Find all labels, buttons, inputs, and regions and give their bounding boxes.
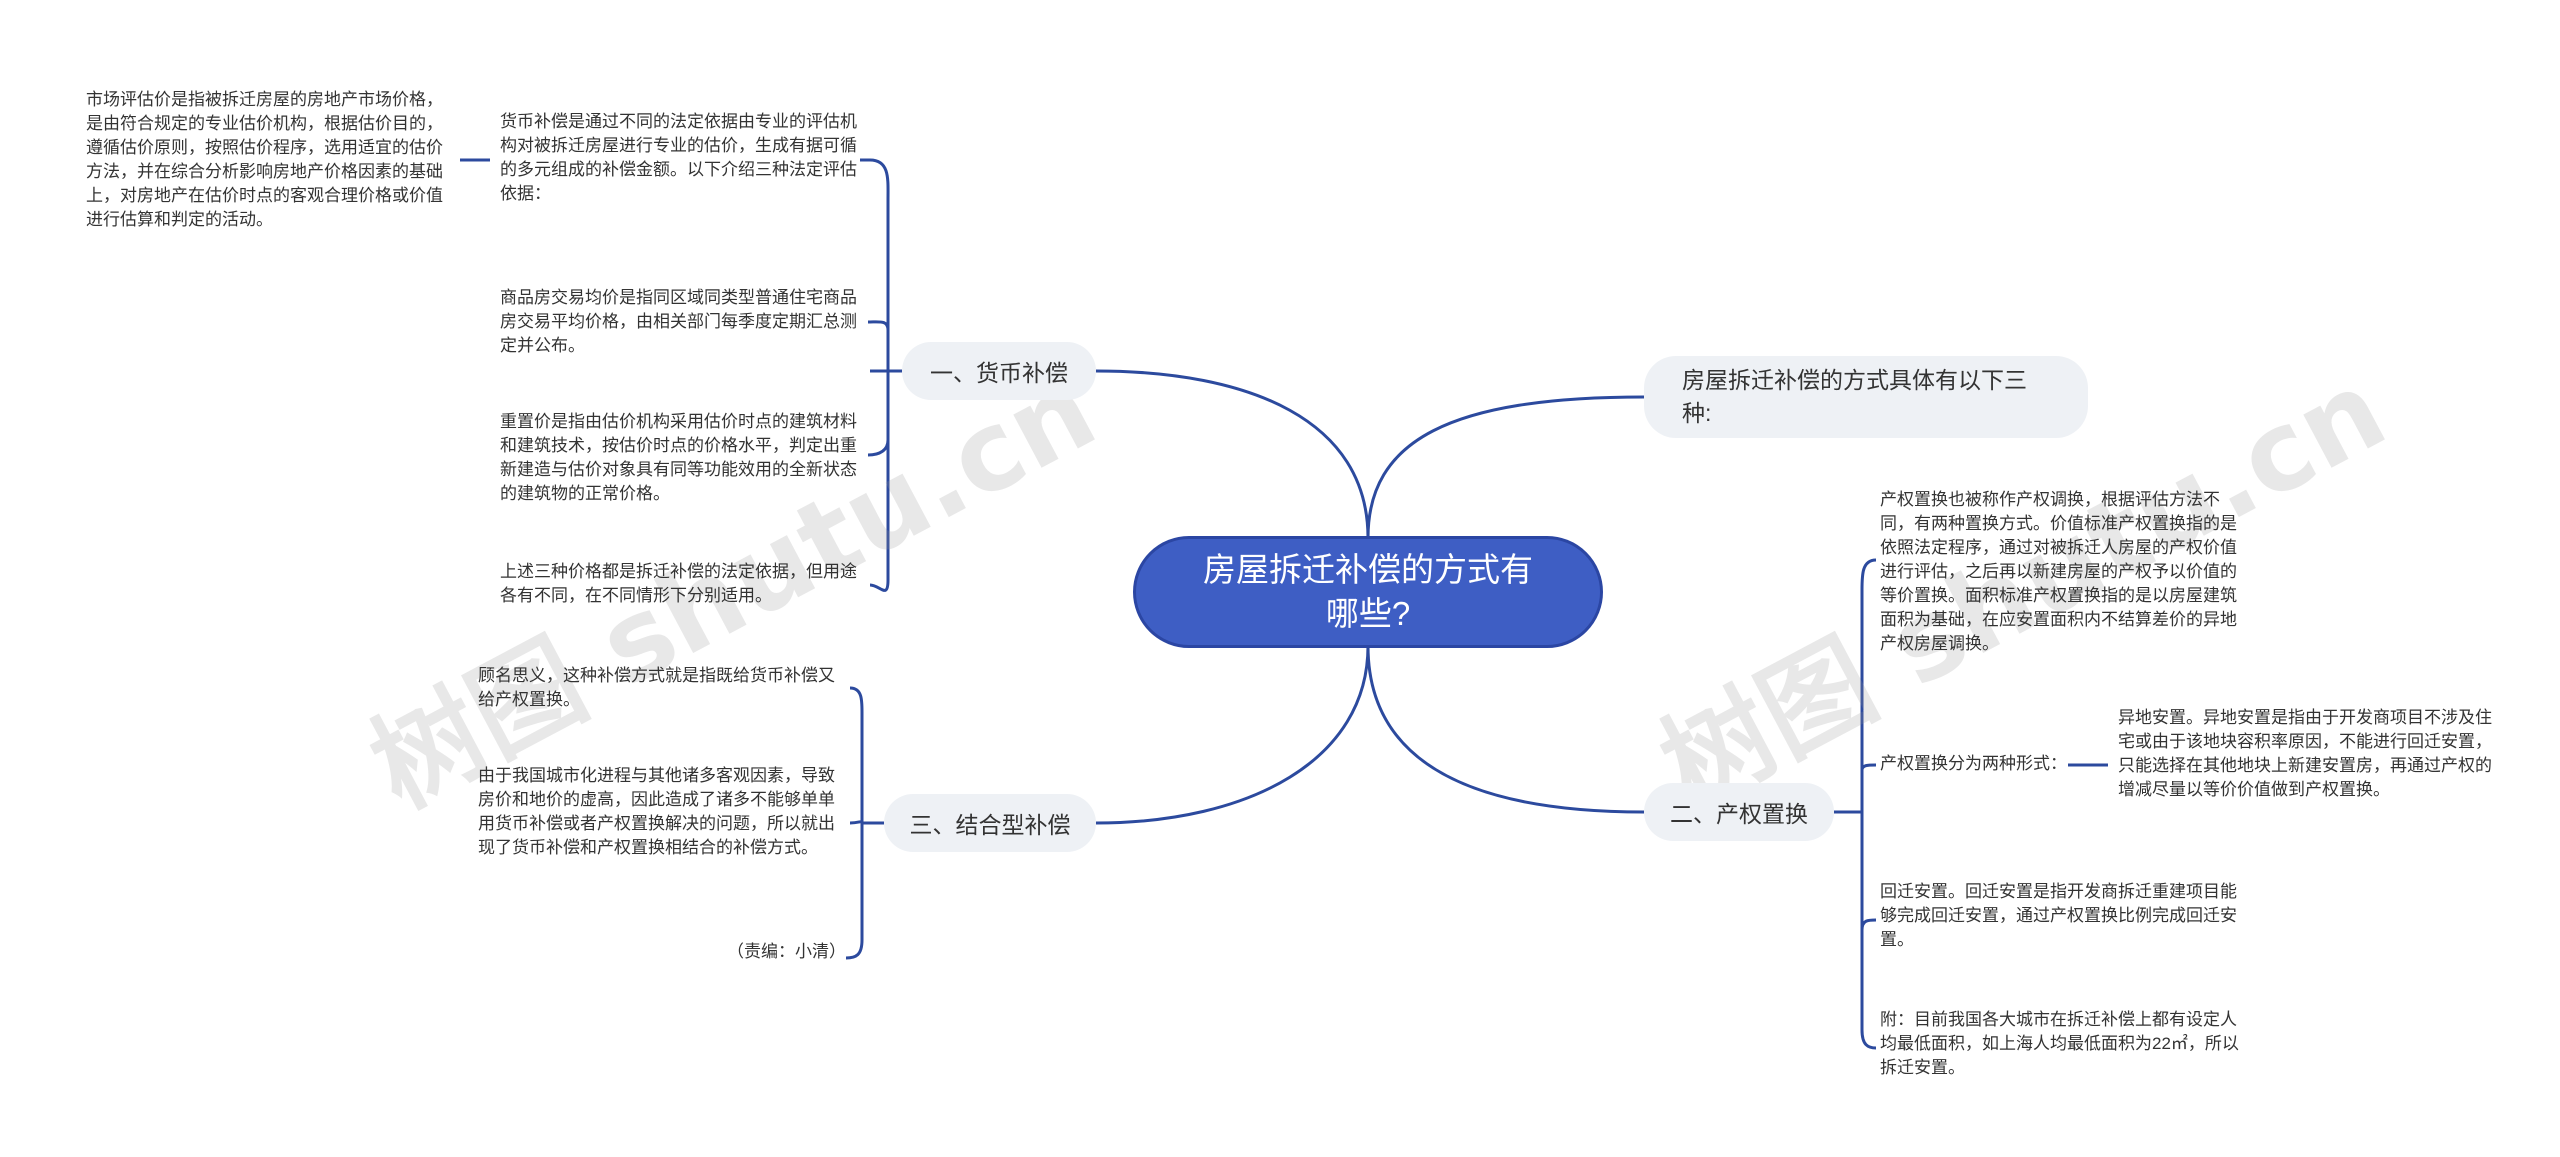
root-title: 房屋拆迁补偿的方式有哪些? bbox=[1203, 551, 1533, 632]
branch-intro[interactable]: 房屋拆迁补偿的方式具体有以下三种: bbox=[1644, 356, 2088, 438]
leaf-market-price: 市场评估价是指被拆迁房屋的房地产市场价格，是由符合规定的专业估价机构，根据估价目… bbox=[86, 90, 443, 229]
leaf-property-def: 产权置换也被称作产权调换，根据评估方法不同，有两种置换方式。价值标准产权置换指的… bbox=[1880, 490, 2237, 653]
leaf-combined-reason: 由于我国城市化进程与其他诸多客观因素，导致房价和地价的虚高，因此造成了诸多不能够… bbox=[478, 766, 835, 857]
leaf-combined-def: 顾名思义，这种补偿方式就是指既给货币补偿又给产权置换。 bbox=[478, 666, 835, 709]
leaf-editor: （责编：小清） bbox=[727, 942, 846, 961]
branch-label: 房屋拆迁补偿的方式具体有以下三种: bbox=[1682, 367, 2027, 426]
leaf-replacement-price: 重置价是指由估价机构采用估价时点的建筑材料和建筑技术，按估价时点的价格水平，判定… bbox=[500, 412, 857, 503]
branch-label: 二、产权置换 bbox=[1670, 801, 1808, 827]
leaf-return: 回迁安置。回迁安置是指开发商拆迁重建项目能够完成回迁安置，通过产权置换比例完成回… bbox=[1880, 882, 2237, 949]
leaf-offsite: 异地安置。异地安置是指由于开发商项目不涉及住宅或由于该地块容积率原因，不能进行回… bbox=[2118, 708, 2492, 799]
leaf-note: 附：目前我国各大城市在拆迁补偿上都有设定人均最低面积，如上海人均最低面积为22㎡… bbox=[1880, 1010, 2239, 1077]
branch-property[interactable]: 二、产权置换 bbox=[1644, 783, 1834, 841]
link-root-property bbox=[1366, 645, 1645, 814]
link-root-money bbox=[1095, 369, 1370, 539]
branch-combined[interactable]: 三、结合型补偿 bbox=[884, 794, 1096, 852]
branch-money[interactable]: 一、货币补偿 bbox=[902, 342, 1096, 400]
link-root-intro bbox=[1366, 395, 1645, 539]
leaf-three-prices: 上述三种价格都是拆迁补偿的法定依据，但用途各有不同，在不同情形下分别适用。 bbox=[500, 562, 857, 605]
leaf-commodity-price: 商品房交易均价是指同区域同类型普通住宅商品房交易平均价格，由相关部门每季度定期汇… bbox=[500, 288, 857, 355]
branch-label: 三、结合型补偿 bbox=[909, 812, 1071, 838]
leaf-money-def: 货币补偿是通过不同的法定依据由专业的评估机构对被拆迁房屋进行专业的估价，生成有据… bbox=[500, 112, 857, 203]
link-root-combined bbox=[1095, 645, 1370, 825]
branch-label: 一、货币补偿 bbox=[930, 360, 1068, 386]
root-node[interactable]: 房屋拆迁补偿的方式有哪些? bbox=[1133, 536, 1603, 648]
leaf-property-forms: 产权置换分为两种形式： bbox=[1880, 754, 2067, 773]
